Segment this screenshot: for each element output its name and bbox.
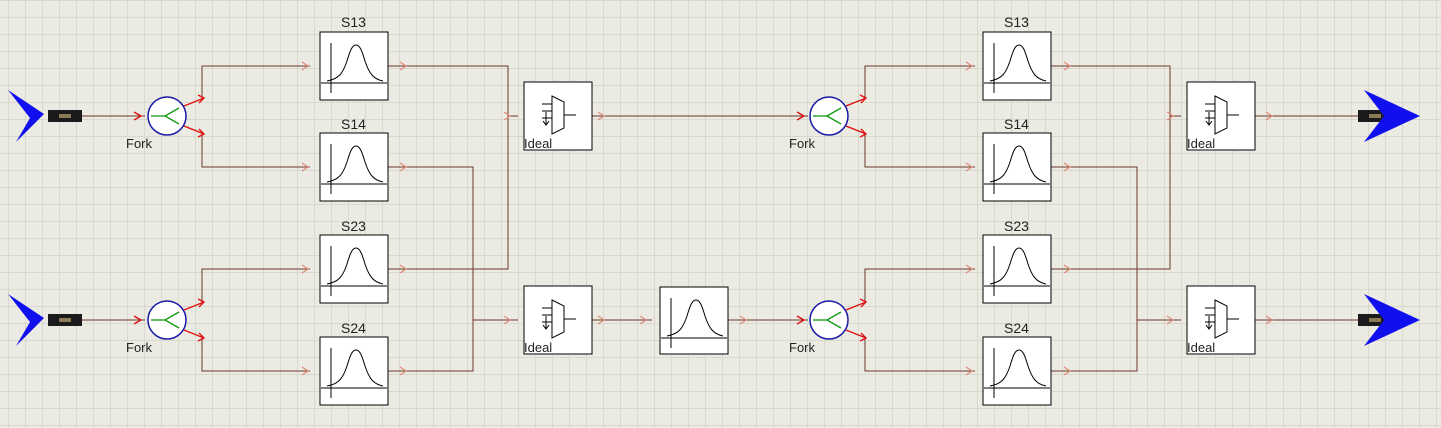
- sink-endpoint-1[interactable]: [1358, 90, 1420, 142]
- fork-label-2: Fork: [126, 340, 152, 355]
- ideal-mux-block-3[interactable]: [1186, 81, 1256, 151]
- s23-block-left[interactable]: [319, 234, 389, 304]
- s14-title-left: S14: [341, 116, 366, 132]
- mux-label-1: Ideal: [524, 136, 553, 151]
- ideal-mux-block-4[interactable]: [1186, 285, 1256, 355]
- fork-label-1: Fork: [126, 136, 152, 151]
- s14-title-right: S14: [1004, 116, 1029, 132]
- channel-block-center[interactable]: [659, 286, 729, 355]
- sink-endpoint-2[interactable]: [1358, 294, 1420, 346]
- s23-block-right[interactable]: [982, 234, 1052, 304]
- mux-label-4: Ideal: [1187, 340, 1216, 355]
- s24-block-right[interactable]: [982, 336, 1052, 406]
- s13-block-right[interactable]: [982, 31, 1052, 101]
- fork-block-4[interactable]: [809, 298, 868, 342]
- source-endpoint-1[interactable]: [8, 90, 82, 142]
- fork-label-3: Fork: [789, 136, 815, 151]
- s24-block-left[interactable]: [319, 336, 389, 406]
- s23-title-left: S23: [341, 218, 366, 234]
- s13-title-right: S13: [1004, 14, 1029, 30]
- s24-title-left: S24: [341, 320, 366, 336]
- s13-block-left[interactable]: [319, 31, 389, 101]
- s13-title-left: S13: [341, 14, 366, 30]
- s14-block-right[interactable]: [982, 132, 1052, 202]
- s23-title-right: S23: [1004, 218, 1029, 234]
- wires: [82, 65, 1358, 372]
- fork-label-4: Fork: [789, 340, 815, 355]
- ideal-mux-block-1[interactable]: [523, 81, 593, 151]
- s14-block-left[interactable]: [319, 132, 389, 202]
- mux-label-3: Ideal: [1187, 136, 1216, 151]
- source-endpoint-2[interactable]: [8, 294, 82, 346]
- fork-block-1[interactable]: [147, 94, 206, 138]
- mux-label-2: Ideal: [524, 340, 553, 355]
- port-arrows: [301, 61, 1274, 376]
- fork-block-3[interactable]: [809, 94, 868, 138]
- ideal-mux-block-2[interactable]: [523, 285, 593, 355]
- s24-title-right: S24: [1004, 320, 1029, 336]
- fork-block-2[interactable]: [147, 298, 206, 342]
